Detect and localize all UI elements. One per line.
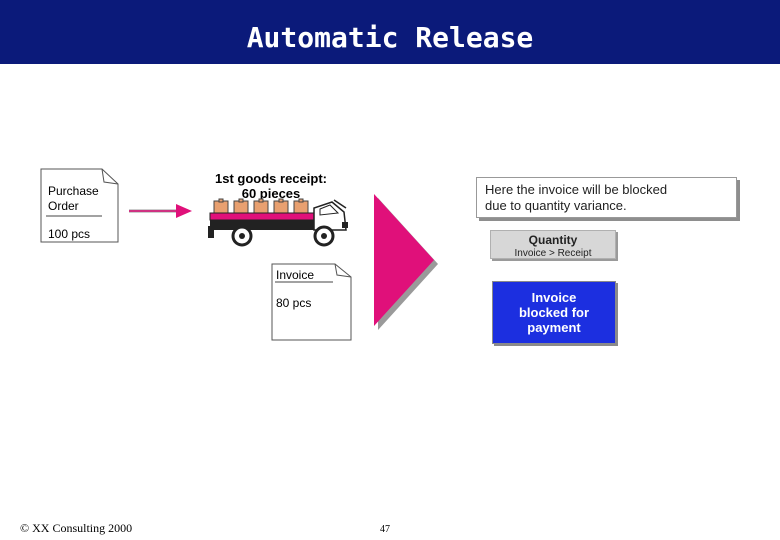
blocked-line1: Invoice bbox=[531, 290, 577, 305]
process-triangle-icon bbox=[374, 194, 438, 330]
invoice-blocked-box: Invoice blocked for payment bbox=[492, 281, 616, 344]
purchase-order-document: Purchase Order 100 pcs bbox=[40, 168, 120, 243]
slide-title: Automatic Release bbox=[246, 20, 534, 54]
invoice-document: Invoice 80 pcs bbox=[271, 263, 353, 341]
document-icon bbox=[40, 168, 119, 243]
slide-title-bar: Automatic Release bbox=[0, 0, 780, 64]
callout-line1: Here the invoice will be blocked bbox=[485, 182, 668, 197]
page-number: 47 bbox=[380, 524, 390, 535]
blocked-line3: payment bbox=[527, 320, 581, 335]
document-icon bbox=[271, 263, 352, 341]
quantity-check-title: Quantity bbox=[528, 233, 578, 247]
purchase-order-label-line1: Purchase bbox=[48, 184, 99, 198]
callout-line2: due to quantity variance. bbox=[485, 198, 627, 213]
copyright-footer: © XX Consulting 2000 bbox=[20, 521, 133, 535]
blocked-line2: blocked for bbox=[518, 305, 590, 320]
purchase-order-quantity: 100 pcs bbox=[48, 227, 91, 241]
quantity-check-condition: Invoice > Receipt bbox=[514, 248, 592, 259]
flow-arrow-icon bbox=[129, 204, 192, 218]
goods-receipt-label-line2: 60 pieces bbox=[241, 186, 301, 201]
goods-receipt-label-line1: 1st goods receipt: bbox=[215, 171, 327, 186]
quantity-check-box: Quantity Invoice > Receipt bbox=[490, 230, 616, 259]
purchase-order-label-line2: Order bbox=[48, 199, 79, 213]
invoice-quantity: 80 pcs bbox=[276, 296, 312, 310]
variance-callout: Here the invoice will be blocked due to … bbox=[476, 177, 737, 218]
delivery-truck-icon bbox=[208, 198, 348, 247]
invoice-title: Invoice bbox=[276, 268, 315, 282]
